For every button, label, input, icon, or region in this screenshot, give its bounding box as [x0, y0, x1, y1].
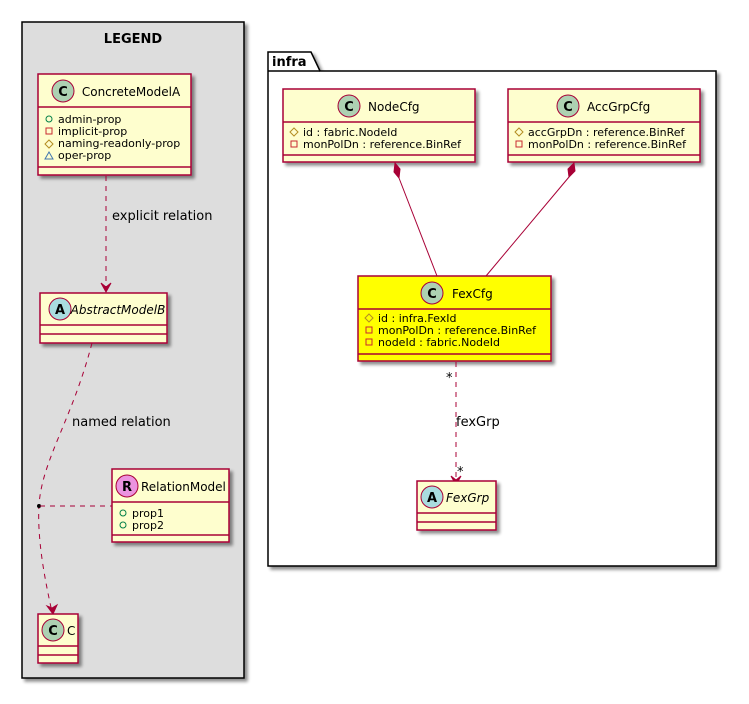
class-stereotype-icon — [41, 618, 65, 642]
class-stereotype-icon — [51, 79, 75, 103]
private-visibility-icon — [515, 140, 523, 148]
class-attribute: prop1 — [132, 507, 164, 520]
target-model-class[interactable]: C C — [37, 613, 79, 664]
node-cfg-class[interactable]: C NodeCfg id : fabric.NodeId monPolDn : … — [282, 88, 476, 163]
class-attribute: monPolDn : reference.BinRef — [378, 324, 537, 337]
private-visibility-icon — [365, 338, 373, 346]
class-name: C — [67, 624, 75, 638]
class-stereotype-letter: R — [122, 480, 132, 495]
explicit-relation-arrow — [100, 176, 112, 294]
class-stereotype-letter: C — [58, 85, 68, 100]
public-visibility-icon — [119, 509, 127, 517]
named-relation-arrow — [37, 342, 112, 615]
fex-cfg-class[interactable]: C FexCfg id : infra.FexId monPolDn : ref… — [357, 275, 552, 362]
package-visibility-icon — [44, 150, 54, 160]
protected-visibility-icon — [44, 139, 54, 149]
fex-grp-class[interactable]: A FexGrp — [416, 480, 497, 531]
class-name: AbstractModelB — [70, 303, 166, 317]
composition-acc-grp-cfg-to-fex-cfg — [485, 161, 576, 277]
abstract-stereotype-icon — [48, 297, 72, 321]
relation-stereotype-icon — [115, 474, 139, 498]
concrete-model-class[interactable]: C ConcreteModelA admin-prop implicit-pro… — [37, 73, 192, 176]
class-attribute: admin-prop — [58, 113, 121, 126]
public-visibility-icon — [119, 521, 127, 529]
class-name: FexGrp — [446, 491, 490, 505]
protected-visibility-icon — [289, 127, 299, 137]
class-name: FexCfg — [452, 287, 493, 301]
class-attribute: prop2 — [132, 519, 164, 532]
composition-node-cfg-to-fex-cfg — [393, 161, 438, 277]
private-visibility-icon — [365, 326, 373, 334]
class-attribute: accGrpDn : reference.BinRef — [528, 126, 686, 139]
relation-model-class[interactable]: R RelationModel prop1 prop2 — [111, 468, 230, 543]
class-stereotype-letter: C — [563, 100, 573, 115]
class-attribute: id : infra.FexId — [378, 312, 456, 325]
class-attribute: id : fabric.NodeId — [303, 126, 397, 139]
class-stereotype-icon — [556, 94, 580, 118]
class-name: RelationModel — [141, 480, 226, 494]
private-visibility-icon — [45, 127, 53, 135]
class-attribute: nodeId : fabric.NodeId — [378, 336, 500, 349]
composition-diamond — [393, 161, 401, 180]
class-stereotype-letter: A — [55, 303, 65, 318]
abstract-stereotype-icon — [420, 485, 444, 509]
class-stereotype-letter: C — [427, 287, 437, 302]
class-stereotype-icon — [420, 281, 444, 305]
explicit-relation-label: explicit relation — [112, 209, 212, 224]
private-visibility-icon — [290, 140, 298, 148]
class-attribute: implicit-prop — [58, 125, 127, 138]
class-attribute: naming-readonly-prop — [58, 137, 180, 150]
public-visibility-icon — [45, 115, 53, 123]
protected-visibility-icon — [364, 313, 374, 323]
composition-diamond — [567, 161, 576, 179]
class-stereotype-letter: C — [48, 624, 58, 639]
class-attribute: monPolDn : reference.BinRef — [528, 138, 687, 151]
class-name: NodeCfg — [368, 100, 420, 114]
acc-grp-cfg-class[interactable]: C AccGrpCfg accGrpDn : reference.BinRef … — [507, 88, 701, 163]
legend-title: LEGEND — [104, 32, 163, 47]
protected-visibility-icon — [514, 127, 524, 137]
class-name: AccGrpCfg — [587, 100, 650, 114]
named-relation-label: named relation — [72, 415, 171, 430]
class-attribute: monPolDn : reference.BinRef — [303, 138, 462, 151]
abstract-model-class[interactable]: A AbstractModelB — [39, 292, 168, 344]
target-multiplicity: * — [457, 465, 464, 480]
class-attribute: oper-prop — [58, 149, 111, 162]
relation-label: fexGrp — [456, 415, 500, 430]
class-stereotype-letter: A — [427, 491, 437, 506]
source-multiplicity: * — [446, 371, 453, 386]
class-name: ConcreteModelA — [82, 85, 181, 99]
association-point — [37, 504, 41, 508]
class-stereotype-letter: C — [344, 100, 354, 115]
class-stereotype-icon — [337, 94, 361, 118]
package-title: infra — [272, 55, 307, 70]
